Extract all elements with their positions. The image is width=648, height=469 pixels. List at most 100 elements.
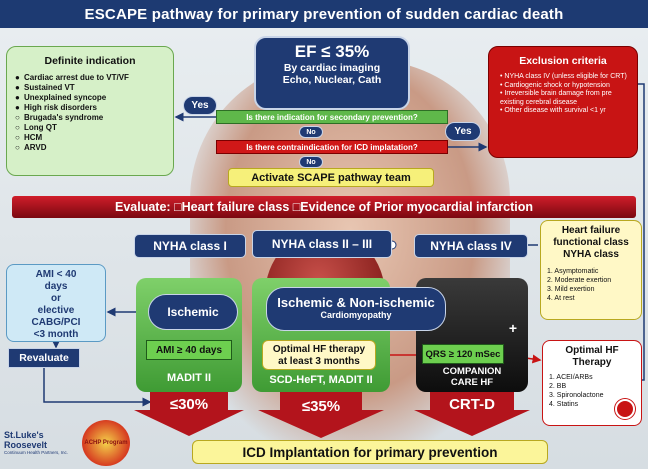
excl-item: • Other disease with survival <1 yr — [500, 107, 606, 114]
definite-item-text: Sustained VT — [24, 83, 75, 92]
hf-functional-class-box: Heart failure functional class NYHA clas… — [540, 220, 642, 320]
excl-item: • NYHA class IV (unless eligible for CRT… — [500, 73, 627, 80]
ef-modalities: Echo, Nuclear, Cath — [282, 74, 382, 86]
activate-team-box: Activate SCAPE pathway team — [228, 168, 434, 187]
bullet-icon: ○ — [15, 123, 20, 132]
icd-implantation-box: ICD Implantation for primary prevention — [192, 440, 548, 464]
optimal-line-2: at least 3 months — [278, 356, 360, 367]
yes-left-pill: Yes — [183, 96, 217, 115]
definite-item-text: High risk disorders — [24, 103, 97, 112]
logo-line-1: St.Luke's — [4, 430, 44, 440]
arrow-revaluate-back — [43, 368, 152, 407]
arrow-crtd — [414, 392, 530, 436]
ischemic-nonischemic-title: Ischemic & Non-ischemic — [277, 295, 435, 310]
nyha-class-4: NYHA class IV — [414, 234, 528, 258]
optimal-line-1: Optimal HF therapy — [272, 344, 366, 355]
logo-line-2: Roosevelt — [4, 440, 48, 450]
ef-method: By cardiac imaging — [283, 62, 381, 74]
definite-item-text: HCM — [24, 133, 43, 142]
ef-threshold: EF ≤ 35% — [294, 42, 370, 61]
yes-right-pill: Yes — [445, 122, 481, 141]
pct-35-label: ≤35% — [301, 398, 341, 415]
ami-line-3: or — [51, 293, 61, 304]
definite-item: ● High risk disorders — [15, 103, 165, 113]
definite-indication-heading: Definite indication — [44, 55, 136, 67]
definite-item: ● Sustained VT — [15, 83, 165, 93]
hf-item: 2. Moderate exertion — [547, 277, 612, 284]
achp-program-logo: ACHP Program — [82, 420, 130, 466]
excl-item: • Irreversible brain damage from pre exi… — [500, 90, 612, 106]
question-contraindication: Is there contraindication for ICD implat… — [216, 140, 448, 154]
definite-item: ○HCM — [15, 133, 165, 143]
excl-item: • Cardiogenic shock or hypotension — [500, 81, 610, 89]
hf-item: 1. Asymptomatic — [547, 268, 599, 275]
definite-item-text: Brugada's syndrome — [24, 113, 104, 122]
ami-line-4: elective — [37, 305, 75, 316]
ischemic-nonischemic-box: Ischemic & Non-ischemic Cardiomyopathy — [266, 287, 446, 331]
bullet-icon: ○ — [15, 113, 20, 122]
definite-item: ● Cardiac arrest due to VT/VF — [15, 73, 165, 83]
pill-icon — [615, 399, 635, 419]
definite-indication-list: ● Cardiac arrest due to VT/VF ● Sustained V… — [15, 73, 165, 153]
nyha-class-1: NYHA class I — [134, 234, 246, 258]
definite-item-text: Cardiac arrest due to VT/VF — [24, 73, 129, 82]
hf-class-heading: Heart failure functional class NYHA clas… — [553, 225, 629, 260]
definite-indication-box: Definite indication ● Cardiac arrest due … — [6, 46, 174, 176]
logo-line-3: Continuum Health Partners, Inc. — [4, 450, 69, 455]
bullet-icon: ● — [15, 103, 20, 112]
definite-item: ○ Long QT — [15, 123, 165, 133]
no-pill-1: No — [299, 126, 323, 138]
arrow-30 — [134, 392, 244, 436]
bullet-icon: ● — [15, 83, 20, 92]
ef-criteria-box: EF ≤ 35% By cardiac imaging Echo, Nuclea… — [254, 36, 410, 110]
definite-item-text: Long QT — [24, 123, 57, 132]
companion-line-2: CARE HF — [450, 377, 494, 388]
exclusion-criteria-box: Exclusion criteria • NYHA class IV (unle… — [488, 46, 638, 158]
ami-line-2: days — [44, 281, 68, 292]
ohf-item: 3. Spironolactone — [549, 392, 604, 399]
ami-recent-box: AMI < 40 days or elective CABG/PCI <3 mo… — [6, 264, 106, 342]
ohf-list: 1. ACEI/ARBs 2. BB 3. Spironolactone 4. Sta… — [549, 373, 635, 409]
arrow-35 — [258, 392, 384, 438]
no-pill-2: No — [299, 156, 323, 168]
companion-label: COMPANION CARE HF — [416, 366, 528, 388]
hf-item: 3. Mild exertion — [547, 286, 595, 293]
definite-item: ○ Brugada's syndrome — [15, 113, 165, 123]
qrs-box: QRS ≥ 120 mSec — [422, 344, 504, 364]
exclusion-list: • NYHA class IV (unless eligible for CRT… — [496, 73, 630, 116]
nyha-class-2-3: NYHA class II – III — [252, 230, 392, 258]
definite-item-text: ARVD — [24, 143, 47, 152]
definite-item-text: Unexplained syncope — [24, 93, 107, 102]
page-title: ESCAPE pathway for primary prevention of… — [0, 0, 648, 28]
ami-line-6: <3 month — [33, 329, 79, 340]
bullet-icon: ● — [15, 93, 20, 102]
ami-line-5: CABG/PCI — [31, 317, 81, 328]
hf-item: 4. At rest — [547, 295, 575, 302]
evaluate-bar: Evaluate: □Heart failure class □Evidence… — [12, 196, 636, 218]
cardiomyopathy-label: Cardiomyopathy — [320, 310, 392, 320]
ohf-heading: Optimal HF Therapy — [565, 345, 619, 368]
hf-class-list: 1. Asymptomatic 2. Moderate exertion 3. Mi… — [547, 267, 635, 303]
companion-line-1: COMPANION — [442, 366, 502, 377]
ischemic-box: Ischemic — [148, 294, 238, 330]
ohf-item: 1. ACEI/ARBs — [549, 374, 593, 381]
bullet-icon: ● — [15, 73, 20, 82]
optimal-hf-therapy-box: Optimal HF therapy at least 3 months — [262, 340, 376, 370]
bullet-icon: ○ — [15, 143, 20, 152]
question-secondary-prevention: Is there indication for secondary preven… — [216, 110, 448, 124]
ohf-item: 4. Statins — [549, 401, 579, 408]
definite-item: ● Unexplained syncope — [15, 93, 165, 103]
exclusion-heading: Exclusion criteria — [519, 55, 607, 67]
st-lukes-logo: St.Luke's Roosevelt Continuum Health Par… — [4, 430, 80, 466]
revaluate-box: Revaluate — [8, 348, 80, 368]
ami-40-days-box: AMI ≥ 40 days — [146, 340, 232, 360]
plus-sign: + — [508, 320, 518, 336]
madit-ii-label: MADIT II — [167, 372, 211, 384]
ami-line-1: AMI < 40 — [35, 269, 77, 280]
pct-30-label: ≤30% — [169, 396, 209, 413]
optimal-hf-therapy-list-box: Optimal HF Therapy 1. ACEI/ARBs 2. BB 3. S… — [542, 340, 642, 426]
scd-heft-label: SCD-HeFT, MADIT II — [269, 374, 373, 386]
definite-item: ○ ARVD — [15, 143, 165, 153]
ohf-item: 2. BB — [549, 383, 567, 390]
